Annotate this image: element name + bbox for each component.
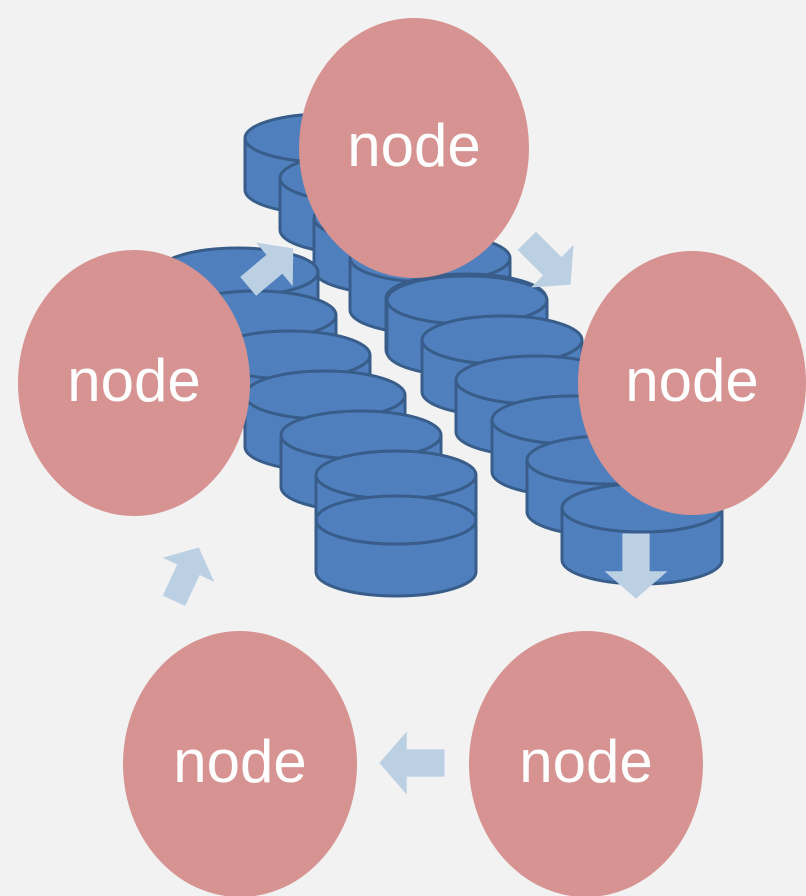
node-label: node <box>625 347 758 414</box>
node-circle <box>469 631 703 896</box>
node-circle <box>123 631 357 896</box>
node-right: node <box>578 251 806 515</box>
node-circle <box>578 251 806 515</box>
flow-arrow-icon <box>517 231 574 288</box>
flow-arrow-icon <box>379 731 445 795</box>
node-top: node <box>299 18 529 278</box>
flow-arrow-icon <box>162 547 215 607</box>
node-bottom-right: node <box>469 631 703 896</box>
node-ring: node node node node node <box>18 18 806 896</box>
node-label: node <box>67 347 200 414</box>
node-left: node <box>18 250 250 516</box>
flow-arrow-icon <box>604 533 668 599</box>
flow-arrows <box>162 231 668 795</box>
database-cylinder-icon <box>314 494 478 598</box>
node-circle <box>18 250 250 516</box>
node-bottom-left: node <box>123 631 357 896</box>
node-circle <box>299 18 529 278</box>
node-label: node <box>519 728 652 795</box>
node-label: node <box>173 728 306 795</box>
flow-arrow-icon <box>240 242 294 296</box>
node-label: node <box>347 112 480 179</box>
